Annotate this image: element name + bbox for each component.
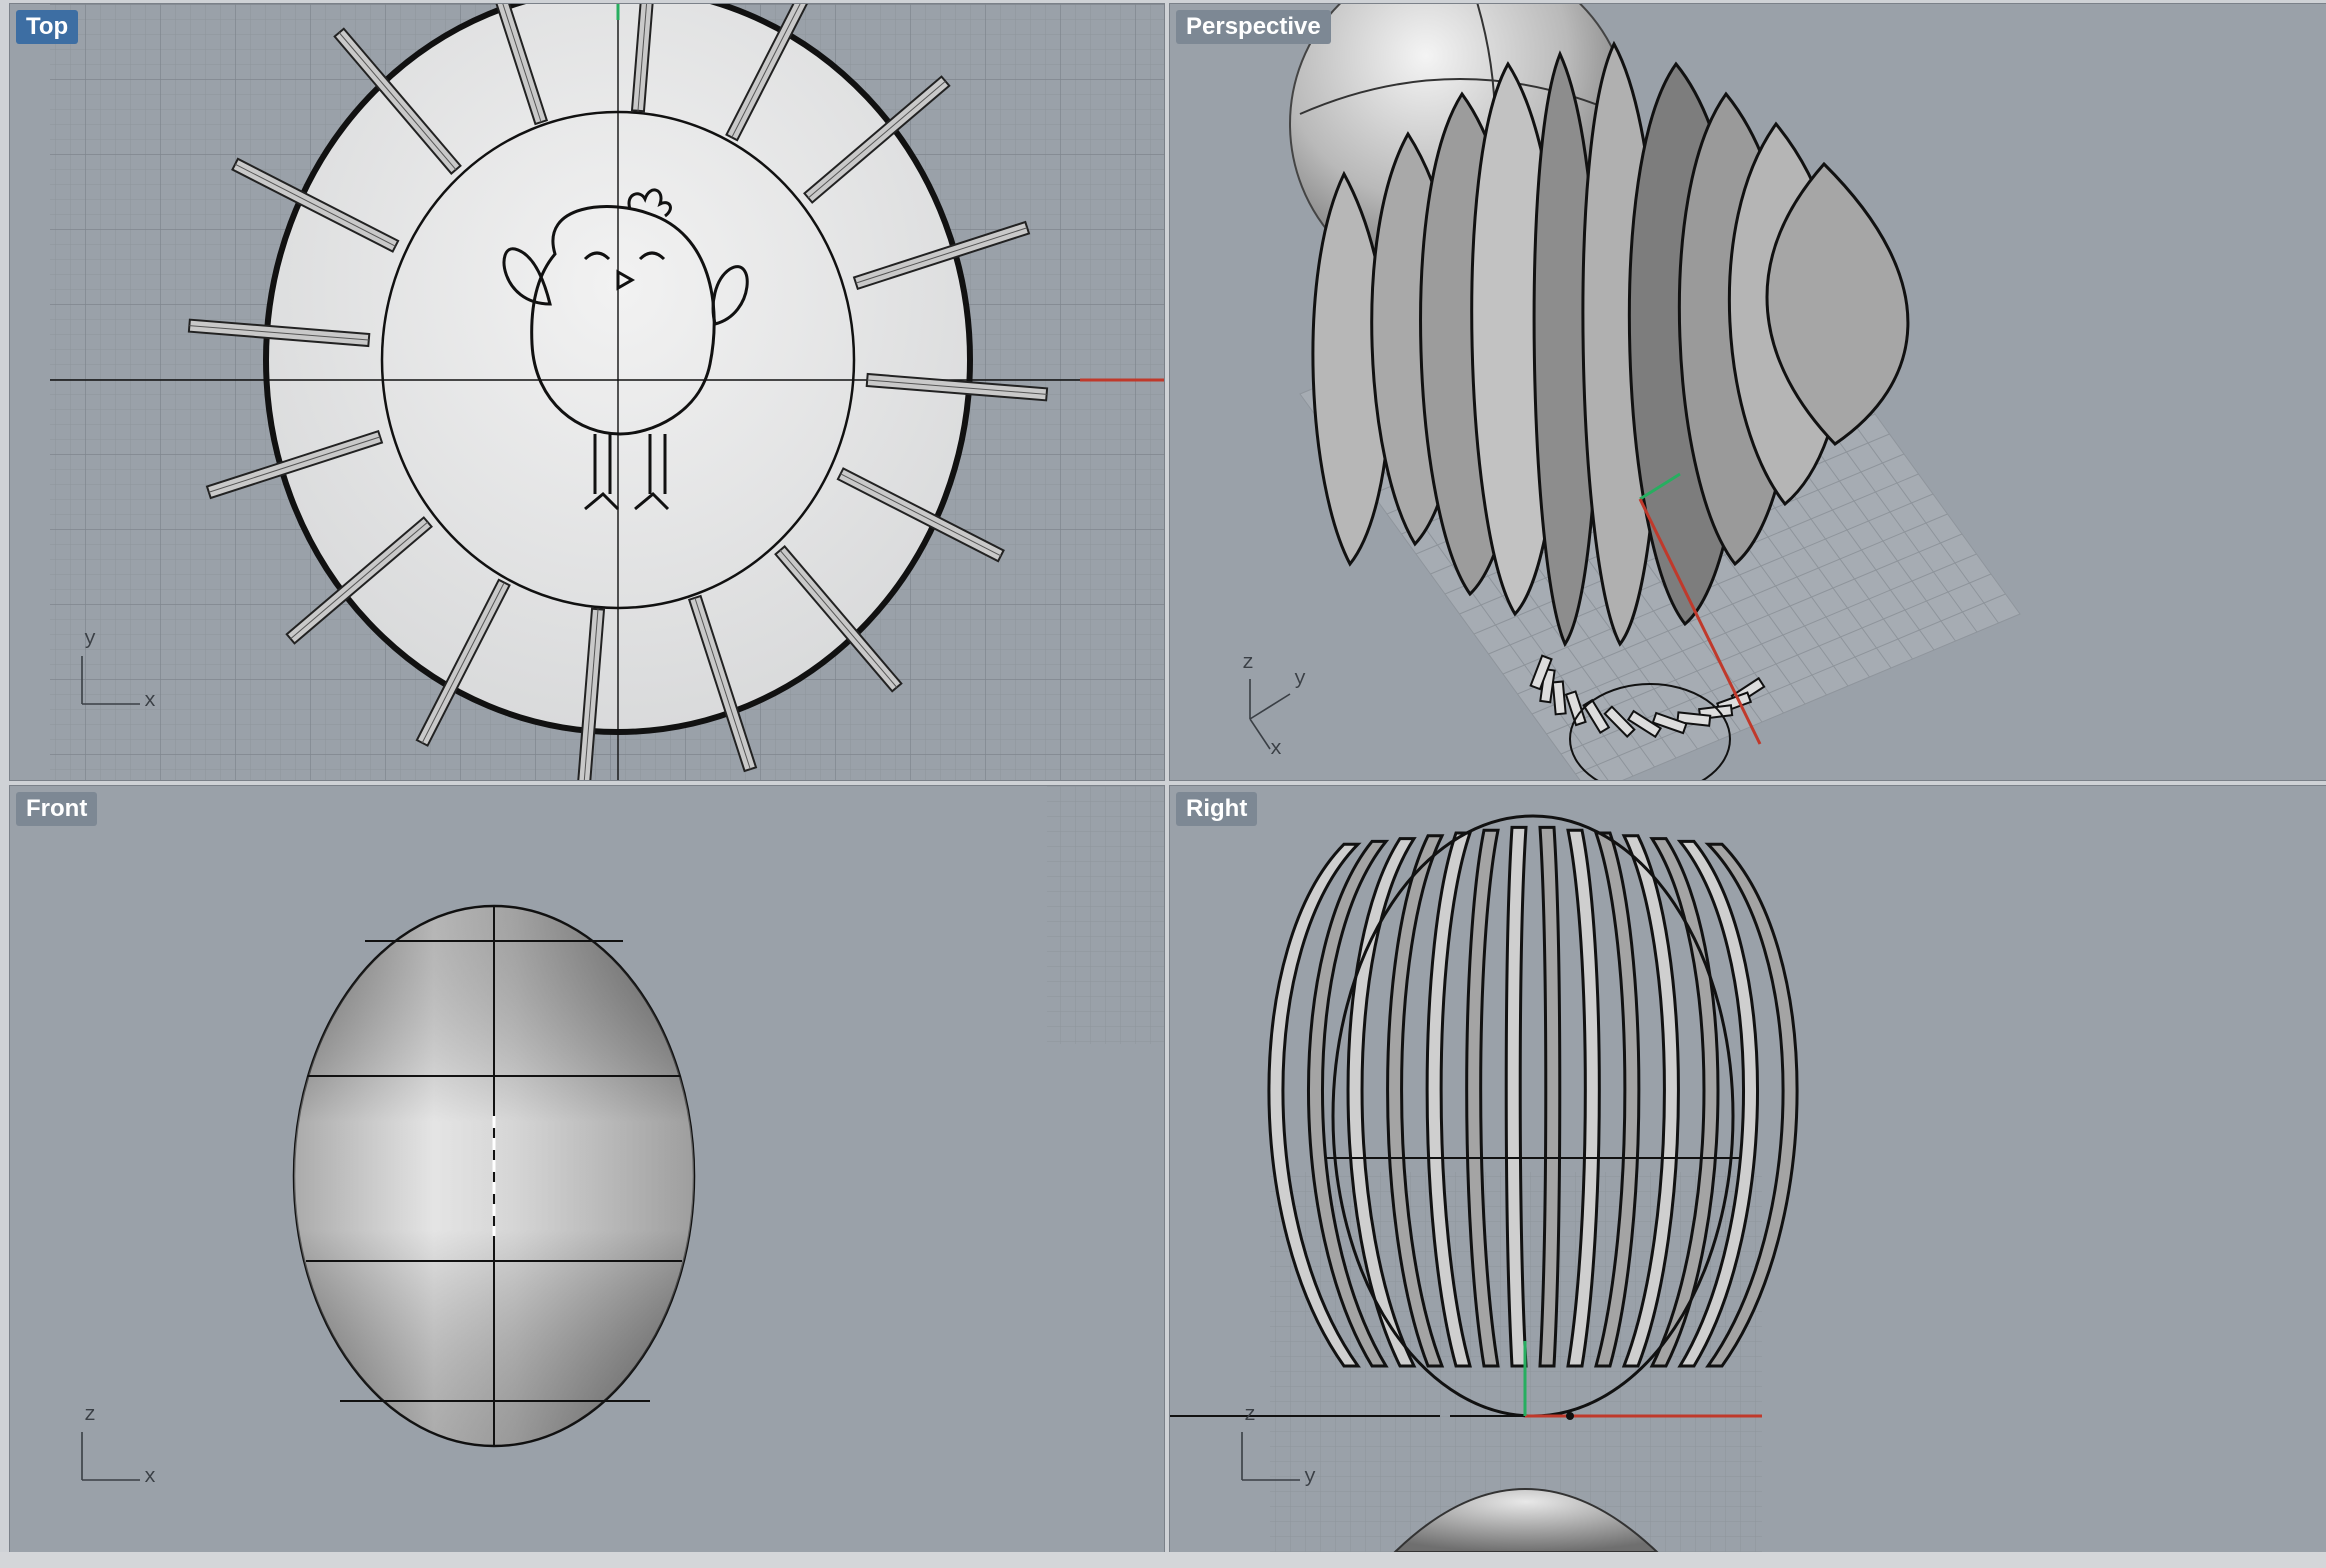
top-view-canvas[interactable]: [10, 4, 1164, 780]
egg-slice: [1566, 828, 1601, 1368]
egg-front: [292, 904, 696, 1448]
egg-slice: [1704, 842, 1799, 1368]
status-strip: [0, 1552, 2326, 1568]
viewport-label-right[interactable]: Right: [1176, 792, 1258, 826]
axis-letter-x: x: [144, 690, 157, 713]
axis-letter-z: z: [1244, 1404, 1257, 1427]
perspective-view-canvas[interactable]: [1170, 4, 2326, 780]
viewport-label-front[interactable]: Front: [16, 792, 98, 826]
egg-slice: [1593, 831, 1641, 1368]
egg-slice: [1538, 825, 1562, 1368]
viewport-label-perspective[interactable]: Perspective: [1176, 10, 1331, 44]
egg-slice: [1307, 839, 1390, 1368]
egg-slice: [1465, 828, 1500, 1368]
egg-slice: [1346, 837, 1417, 1368]
axis-indicator-icon: [81, 656, 140, 705]
front-view-canvas[interactable]: [10, 786, 1164, 1552]
egg-slices-side: [1267, 816, 1799, 1416]
viewport-label-top[interactable]: Top: [16, 10, 79, 44]
base-ring: [1569, 683, 1731, 780]
egg-slice: [1649, 837, 1720, 1368]
egg-slice: [1267, 842, 1362, 1368]
axis-letter-x: x: [1270, 738, 1283, 761]
egg-dome-bottom: [1393, 1488, 1659, 1552]
egg-slice: [1504, 825, 1528, 1368]
radial-fins: [187, 4, 1049, 780]
viewport-top[interactable]: y x Top: [9, 3, 1165, 781]
fin: [725, 4, 808, 142]
axis-letter-z: z: [1242, 652, 1255, 675]
egg-slices: [1311, 40, 1910, 739]
axis-letter-y: y: [84, 628, 97, 651]
viewport-perspective[interactable]: z y x Perspective: [1169, 3, 2326, 781]
viewport-front[interactable]: z x Front: [9, 785, 1165, 1553]
axis-letter-x: x: [144, 1466, 157, 1489]
egg-slice: [1425, 831, 1473, 1368]
front-grid-patch: [1047, 786, 1164, 1044]
fin: [495, 4, 549, 126]
chick-drawing: [502, 188, 749, 511]
axis-indicator-icon: [1249, 679, 1291, 750]
egg-slice: [1386, 834, 1445, 1368]
egg-slice: [1765, 161, 1910, 446]
axis-letter-z: z: [84, 1404, 97, 1427]
axis-indicator-icon: [81, 1432, 140, 1481]
axis-indicator-icon: [1241, 1432, 1300, 1481]
axis-letter-y: y: [1304, 1466, 1317, 1489]
viewport-right[interactable]: z y Right: [1169, 785, 2326, 1553]
right-view-canvas[interactable]: [1170, 786, 2326, 1552]
egg-slice: [1676, 839, 1759, 1368]
egg-slice: [1621, 834, 1680, 1368]
axis-letter-y: y: [1294, 668, 1307, 691]
